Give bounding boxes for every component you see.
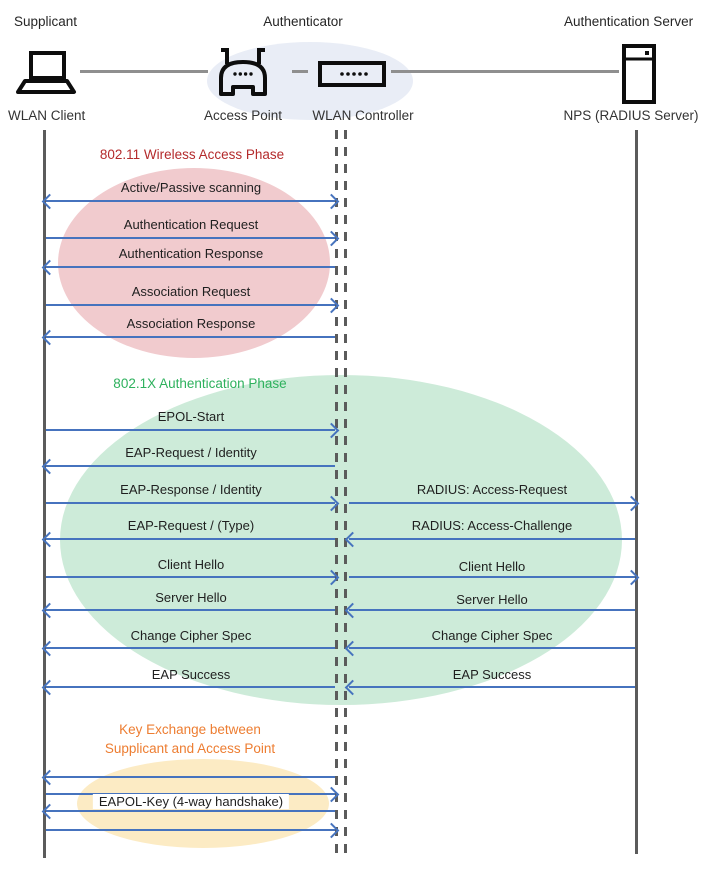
role-authentication-server: Authentication Server xyxy=(564,14,694,29)
message-label: EAP-Request / (Type) xyxy=(127,518,255,533)
message-label: EAP-Response / Identity xyxy=(120,482,262,497)
message-label: Client Hello xyxy=(157,557,225,572)
lifeline-wlan-client xyxy=(43,130,46,858)
message-label: EAP Success xyxy=(452,667,532,682)
message-label: RADIUS: Access-Request xyxy=(416,482,568,497)
wlan-controller-icon xyxy=(318,61,386,87)
message-label: EAP-Request / Identity xyxy=(125,445,257,460)
access-point-icon xyxy=(219,48,267,96)
connector-controller-server xyxy=(391,70,619,73)
message-label: Server Hello xyxy=(456,592,528,607)
connector-client-ap xyxy=(80,70,208,73)
message-arrow-right xyxy=(46,237,335,239)
message-label: Change Cipher Spec xyxy=(130,628,252,643)
label-wlan-client: WLAN Client xyxy=(8,108,86,123)
message-label: EPOL-Start xyxy=(157,409,225,424)
message-label: EAPOL-Key (4-way handshake) xyxy=(92,794,290,809)
message-arrow-left xyxy=(46,810,335,812)
message-label: Association Request xyxy=(131,284,251,299)
connector-ap-controller xyxy=(292,70,308,73)
message-arrow-left xyxy=(349,609,635,611)
message-arrow-left xyxy=(46,266,335,268)
message-arrow-right xyxy=(46,829,335,831)
lifeline-authenticator-left xyxy=(335,130,338,856)
label-wlan-controller: WLAN Controller xyxy=(312,108,414,123)
label-nps-radius-server: NPS (RADIUS Server) xyxy=(563,108,699,123)
message-arrow-right xyxy=(46,429,335,431)
message-arrow-left xyxy=(349,538,635,540)
message-label: Change Cipher Spec xyxy=(431,628,553,643)
message-label: Association Response xyxy=(126,316,256,331)
message-arrow-left xyxy=(46,647,335,649)
message-arrow-left xyxy=(46,609,335,611)
message-label: Server Hello xyxy=(155,590,227,605)
message-arrow-right xyxy=(46,502,335,504)
message-arrow-both xyxy=(46,200,335,202)
phase2-ellipse xyxy=(60,375,622,705)
message-arrow-right xyxy=(349,502,635,504)
server-icon xyxy=(622,44,656,104)
message-arrow-left xyxy=(46,686,335,688)
laptop-icon xyxy=(16,51,76,94)
message-arrow-left xyxy=(349,647,635,649)
message-arrow-left xyxy=(349,686,635,688)
message-arrow-right xyxy=(46,576,335,578)
message-arrow-right xyxy=(349,576,635,578)
lifeline-authenticator-right xyxy=(344,130,347,856)
authenticator-group-ellipse xyxy=(207,42,413,120)
message-label: EAP Success xyxy=(151,667,231,682)
message-arrow-left xyxy=(46,336,335,338)
lifeline-radius-server xyxy=(635,130,638,854)
role-supplicant: Supplicant xyxy=(14,14,78,29)
message-label: RADIUS: Access-Challenge xyxy=(411,518,573,533)
message-arrow-right xyxy=(46,304,335,306)
phase2-title: 802.1X Authentication Phase xyxy=(113,376,287,391)
role-authenticator: Authenticator xyxy=(263,14,343,29)
phase1-title: 802.11 Wireless Access Phase xyxy=(99,147,285,162)
message-arrow-left xyxy=(46,776,335,778)
message-label: Authentication Request xyxy=(123,217,259,232)
message-arrow-left xyxy=(46,465,335,467)
message-label: Authentication Response xyxy=(118,246,264,261)
phase3-title-line1: Key Exchange between xyxy=(119,722,261,737)
phase3-title-line2: Supplicant and Access Point xyxy=(104,741,276,756)
label-access-point: Access Point xyxy=(203,108,283,123)
message-label: Client Hello xyxy=(458,559,526,574)
message-label: Active/Passive scanning xyxy=(120,180,262,195)
message-arrow-left xyxy=(46,538,335,540)
